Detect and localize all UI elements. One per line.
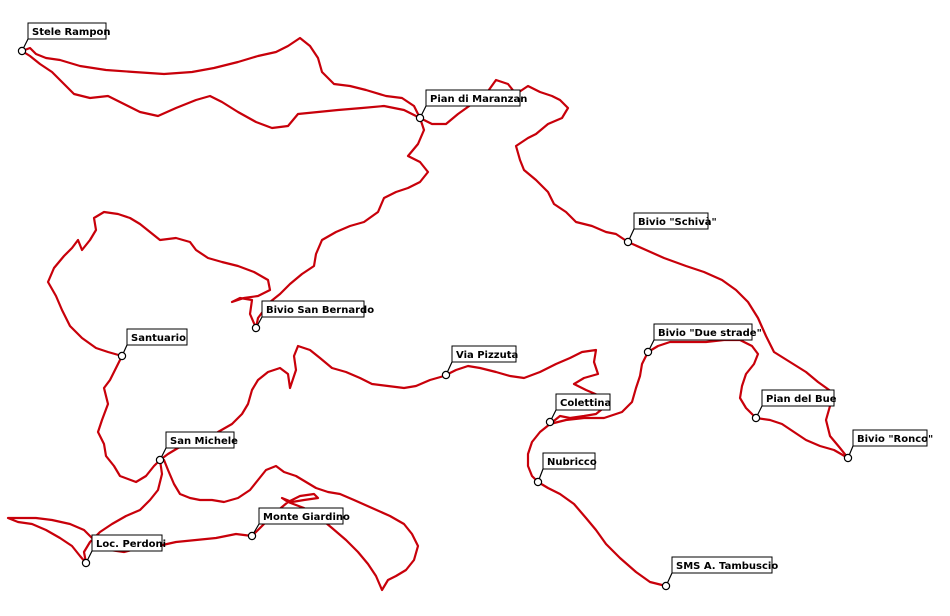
waypoint-pian-del-bue[interactable]: Pian del Bue — [751, 389, 837, 423]
trail-north-loop — [20, 36, 422, 130]
label-box — [852, 429, 928, 447]
waypoint-stele-rampon[interactable]: Stele Rampon — [17, 22, 110, 56]
waypoint-label: Monte Giardino — [263, 512, 350, 523]
trail-santuario-loop — [46, 210, 608, 484]
waypoint-pian-di-maranzan[interactable]: Pian di Maranzan — [415, 89, 527, 123]
waypoint-marker-icon[interactable] — [117, 351, 127, 361]
waypoint-label: Stele Rampon — [32, 27, 110, 38]
trail-maranzan-bernardo — [254, 116, 430, 330]
waypoint-nubricco[interactable]: Nubricco — [533, 452, 597, 487]
waypoint-marker-icon[interactable] — [247, 531, 257, 541]
waypoint-label: SMS A. Tambuscio — [676, 561, 778, 572]
waypoint-santuario[interactable]: Santuario — [117, 328, 188, 361]
label-box — [542, 452, 596, 470]
waypoint-marker-icon[interactable] — [81, 558, 91, 568]
waypoint-bivio-due-strade[interactable]: Bivio "Due strade" — [643, 323, 762, 357]
label-box — [653, 323, 753, 341]
waypoint-label: Nubricco — [547, 457, 597, 468]
waypoint-marker-icon[interactable] — [533, 477, 543, 487]
label-box — [261, 300, 365, 318]
label-box — [27, 22, 107, 40]
label-box — [633, 212, 709, 230]
waypoint-via-pizzuta[interactable]: Via Pizzuta — [441, 345, 518, 380]
waypoint-label: Bivio San Bernardo — [266, 305, 374, 316]
waypoint-sms-a-tambuscio[interactable]: SMS A. Tambuscio — [661, 556, 778, 591]
label-box — [451, 345, 517, 363]
waypoint-marker-icon[interactable] — [623, 237, 633, 247]
waypoint-label: Via Pizzuta — [456, 350, 518, 361]
waypoint-marker-icon[interactable] — [545, 417, 555, 427]
waypoint-label: Pian del Bue — [766, 394, 837, 405]
trail-colettina-tambuscio — [526, 422, 668, 588]
waypoint-label: Bivio "Schivà" — [638, 216, 717, 228]
waypoint-bivio-san-bernardo[interactable]: Bivio San Bernardo — [251, 300, 374, 333]
waypoint-marker-icon[interactable] — [643, 347, 653, 357]
waypoint-label: Santuario — [131, 333, 186, 344]
label-box — [91, 534, 163, 552]
waypoint-marker-icon[interactable] — [441, 370, 451, 380]
waypoint-marker-icon[interactable] — [155, 455, 165, 465]
waypoint-san-michele[interactable]: San Michele — [155, 431, 238, 465]
waypoint-colettina[interactable]: Colettina — [545, 393, 611, 427]
label-box — [258, 507, 344, 525]
waypoint-label: San Michele — [170, 436, 238, 447]
waypoint-marker-icon[interactable] — [17, 46, 27, 56]
waypoint-label: Bivio "Ronco" — [857, 434, 933, 445]
waypoint-label: Bivio "Due strade" — [658, 328, 762, 339]
label-box — [165, 431, 235, 449]
waypoint-marker-icon[interactable] — [751, 413, 761, 423]
waypoint-label: Colettina — [560, 398, 611, 409]
waypoint-label: Loc. Perdoni — [96, 539, 166, 550]
label-box — [425, 89, 521, 107]
label-box — [555, 393, 611, 411]
label-box — [126, 328, 188, 346]
label-box — [761, 389, 835, 407]
waypoint-monte-giardino[interactable]: Monte Giardino — [247, 507, 350, 541]
waypoint-loc-perdoni[interactable]: Loc. Perdoni — [81, 534, 166, 568]
waypoint-label: Pian di Maranzan — [430, 94, 527, 105]
label-box — [671, 556, 773, 574]
waypoint-marker-icon[interactable] — [415, 113, 425, 123]
waypoint-marker-icon[interactable] — [661, 581, 671, 591]
waypoint-bivio-schiva[interactable]: Bivio "Schivà" — [623, 212, 717, 247]
waypoint-marker-icon[interactable] — [843, 453, 853, 463]
trail-network — [6, 36, 850, 592]
trail-san-michele-south — [6, 458, 420, 592]
waypoint-marker-icon[interactable] — [251, 323, 261, 333]
waypoint-bivio-ronco[interactable]: Bivio "Ronco" — [843, 429, 933, 463]
trail-due-strade-ronco — [548, 338, 850, 460]
